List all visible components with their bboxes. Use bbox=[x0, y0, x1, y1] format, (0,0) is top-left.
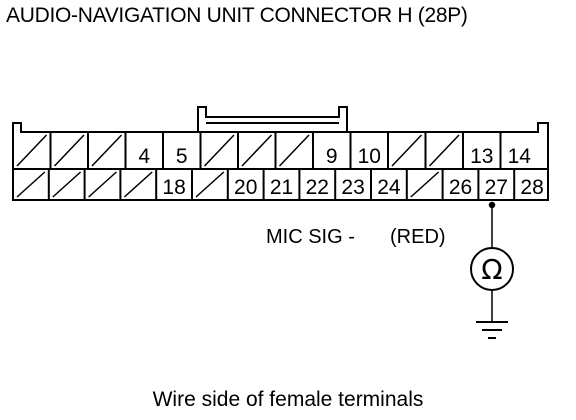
empty-cavity-slash bbox=[278, 134, 310, 167]
bottom-row-empty-cavity bbox=[47, 169, 82, 200]
wire-signal-label: MIC SIG - bbox=[266, 226, 355, 248]
test-wire bbox=[470, 201, 514, 322]
empty-cavity-slash bbox=[53, 134, 85, 167]
pin-label: 22 bbox=[306, 176, 329, 199]
pin-label: 24 bbox=[377, 176, 401, 199]
bottom-row-pin-21: 21 bbox=[262, 169, 293, 200]
pin-label: 13 bbox=[470, 145, 493, 168]
top-row-empty-cavity bbox=[387, 132, 423, 169]
empty-cavity-slash bbox=[16, 134, 48, 167]
bottom-row-pin-28: 28 bbox=[513, 169, 544, 200]
top-row-pin-4: 4 bbox=[124, 132, 150, 169]
top-row-empty-cavity bbox=[237, 132, 273, 169]
top-row-empty-cavity bbox=[87, 132, 123, 169]
top-row-pin-14: 14 bbox=[499, 132, 532, 169]
top-row-pin-13: 13 bbox=[462, 132, 493, 169]
pin-label: 20 bbox=[234, 176, 257, 199]
pin-label: 5 bbox=[176, 145, 188, 168]
top-row-empty-cavity bbox=[49, 132, 85, 169]
connector-outline bbox=[12, 122, 549, 201]
bottom-row-empty-cavity bbox=[405, 169, 440, 200]
bottom-row-pin-27: 27 bbox=[477, 169, 508, 200]
pin-label: 10 bbox=[358, 145, 381, 168]
empty-cavity-slash bbox=[203, 134, 235, 167]
bottom-row-pin-22: 22 bbox=[298, 169, 329, 200]
connector-housing bbox=[12, 106, 549, 201]
pin-label: 23 bbox=[341, 176, 364, 199]
wire-color-label: (RED) bbox=[390, 226, 446, 248]
empty-cavity-slash bbox=[410, 171, 440, 198]
diagram-title: AUDIO-NAVIGATION UNIT CONNECTOR H (28P) bbox=[6, 4, 468, 27]
diagram-caption: Wire side of female terminals bbox=[152, 388, 424, 411]
pin-label: 9 bbox=[326, 145, 338, 168]
ground-icon bbox=[476, 321, 508, 339]
bottom-row-empty-cavity bbox=[83, 169, 117, 200]
empty-cavity-slash bbox=[88, 171, 117, 198]
pin-label: 28 bbox=[520, 176, 543, 199]
empty-cavity-slash bbox=[123, 171, 153, 198]
empty-cavity-slash bbox=[428, 134, 460, 167]
top-row-empty-cavity bbox=[199, 132, 235, 169]
bottom-row-pin-23: 23 bbox=[334, 169, 365, 200]
top-row-pin-9: 9 bbox=[312, 132, 338, 169]
empty-cavity-slash bbox=[52, 171, 82, 198]
pin-label: 26 bbox=[449, 176, 472, 199]
empty-cavity-slash bbox=[195, 171, 225, 198]
top-row-empty-cavity bbox=[274, 132, 310, 169]
ohm-icon: Ω bbox=[481, 253, 502, 286]
empty-cavity-slash bbox=[241, 134, 273, 167]
bottom-row-pin-26: 26 bbox=[441, 169, 472, 200]
empty-cavity-slash bbox=[16, 171, 46, 198]
connector-bottom-row: 18 20 21 22 23 24 26 27 28 bbox=[16, 169, 544, 200]
top-row-pin-10: 10 bbox=[349, 132, 381, 169]
bottom-row-pin-18: 18 bbox=[155, 169, 186, 200]
pin-label: 18 bbox=[162, 176, 185, 199]
pin-label: 14 bbox=[508, 145, 532, 168]
bottom-row-empty-cavity bbox=[119, 169, 153, 200]
top-row-pin-5: 5 bbox=[162, 132, 188, 169]
pin-label: 4 bbox=[138, 145, 150, 168]
bottom-row-pin-20: 20 bbox=[226, 169, 257, 200]
pin-label: 21 bbox=[270, 176, 293, 199]
top-row-empty-cavity bbox=[424, 132, 460, 169]
empty-cavity-slash bbox=[391, 134, 423, 167]
connector-lock-bar bbox=[197, 106, 348, 132]
pin-label: 27 bbox=[485, 176, 508, 199]
connector-top-row: 4 5 9 10 13 14 bbox=[16, 132, 532, 169]
bottom-row-empty-cavity bbox=[191, 169, 225, 200]
top-row-empty-cavity bbox=[16, 134, 48, 167]
bottom-row-empty-cavity bbox=[16, 171, 46, 198]
bottom-row-pin-24: 24 bbox=[370, 169, 401, 200]
empty-cavity-slash bbox=[91, 134, 123, 167]
